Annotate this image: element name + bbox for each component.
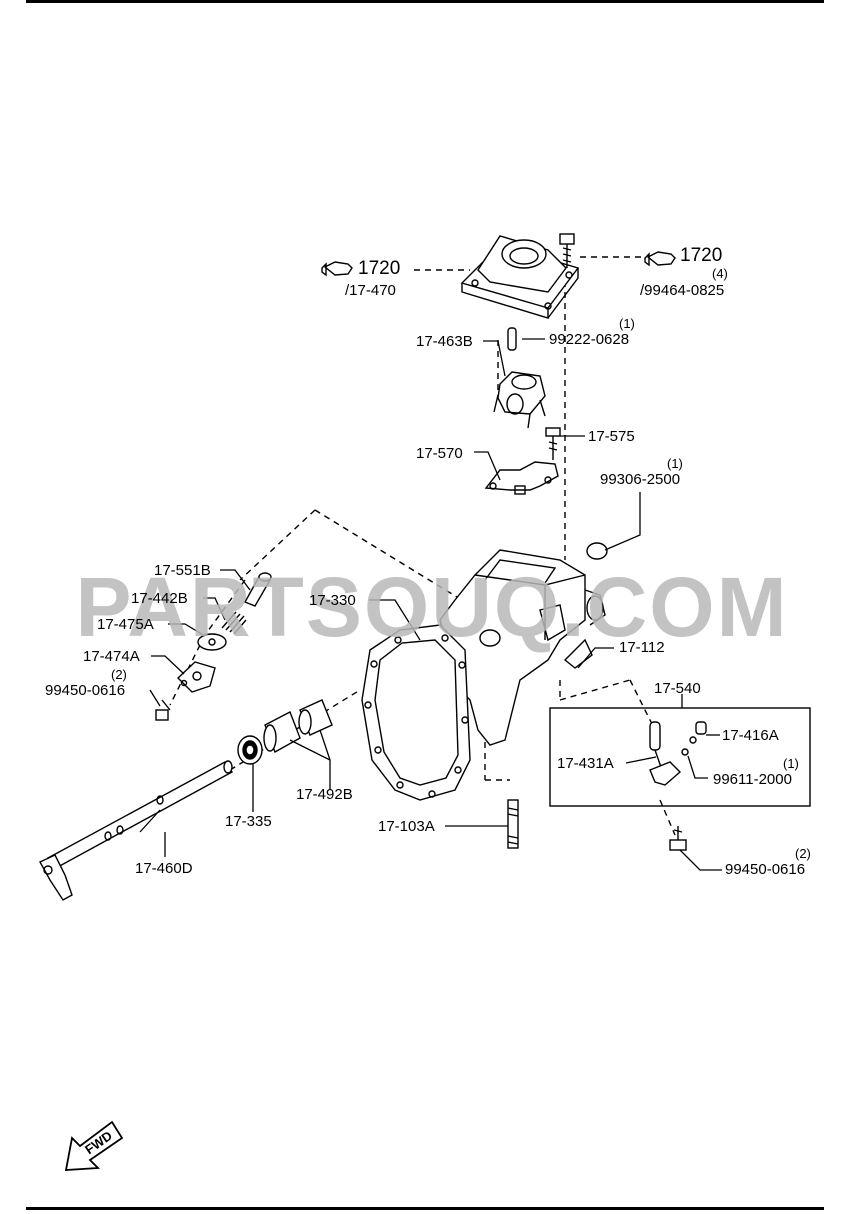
part-17-575[interactable]: 17-575 <box>588 428 635 445</box>
pin-99222 <box>507 327 517 351</box>
part-99306-2500[interactable]: 99306-2500 <box>600 471 681 488</box>
qty-99450-right: (2) <box>795 846 811 861</box>
part-99611-2000[interactable]: 99611-2000 <box>713 771 792 788</box>
bushing-17-492B <box>263 699 333 754</box>
ref-left-number[interactable]: 1720 <box>358 258 401 279</box>
kit-box-17-540 <box>549 707 811 807</box>
part-17-416A[interactable]: 17-416A <box>722 727 779 744</box>
part-17-492B[interactable]: 17-492B <box>296 786 353 803</box>
plate-17-474A <box>176 661 216 693</box>
plug-99306 <box>586 542 608 560</box>
part-17-474A[interactable]: 17-474A <box>83 648 140 665</box>
forward-arrow-icon <box>64 1120 124 1171</box>
ref-hand-right-icon <box>644 251 676 267</box>
qty-99450-left: (2) <box>111 667 127 682</box>
ref-right-sub[interactable]: /99464-0825 <box>640 282 725 299</box>
spring-17-416A <box>689 721 707 744</box>
part-17-442B[interactable]: 17-442B <box>131 590 188 607</box>
bolt-17-575 <box>545 427 561 460</box>
bracket-17-570 <box>484 461 559 495</box>
watermark: PARTSOUQ.COM <box>75 560 789 654</box>
part-17-330[interactable]: 17-330 <box>309 592 356 609</box>
qty-99611: (1) <box>783 756 799 771</box>
bolt-99464 <box>559 233 575 268</box>
gasket-17-475A <box>197 633 227 651</box>
part-17-460D[interactable]: 17-460D <box>135 860 193 877</box>
ball-99611 <box>681 748 689 756</box>
shift-lever-17-463B <box>493 371 546 429</box>
shift-rod-17-460D <box>39 760 234 901</box>
part-17-112[interactable]: 17-112 <box>619 639 665 656</box>
part-17-335[interactable]: 17-335 <box>225 813 272 830</box>
stud-17-103A <box>507 799 519 849</box>
top-border-rule <box>26 0 824 3</box>
ref-right-qty: (4) <box>712 266 728 281</box>
shift-cover <box>460 235 580 319</box>
part-17-570[interactable]: 17-570 <box>416 445 463 462</box>
bolt-99450-left <box>155 699 171 721</box>
spring-17-442B <box>221 611 247 635</box>
bolt-99450-right <box>669 826 687 851</box>
part-17-463B[interactable]: 17-463B <box>416 333 473 350</box>
part-17-475A[interactable]: 17-475A <box>97 616 154 633</box>
transmission-case-17-330 <box>361 549 606 801</box>
qty-99222: (1) <box>619 316 635 331</box>
part-99450-0616-right[interactable]: 99450-0616 <box>725 861 806 878</box>
part-99450-0616-left[interactable]: 99450-0616 <box>45 682 126 699</box>
part-17-431A[interactable]: 17-431A <box>557 755 614 772</box>
shift-rod-plunger-17-551B <box>244 572 272 607</box>
plug-17-431A <box>649 721 682 786</box>
qty-99306: (1) <box>667 456 683 471</box>
oil-seal-17-335 <box>237 735 263 765</box>
ref-right-number[interactable]: 1720 <box>680 245 723 266</box>
part-99222-0628[interactable]: 99222-0628 <box>549 331 630 348</box>
part-17-540[interactable]: 17-540 <box>654 680 701 697</box>
bottom-border-rule <box>26 1207 824 1210</box>
ref-hand-left-icon <box>321 261 353 277</box>
part-17-551B[interactable]: 17-551B <box>154 562 211 579</box>
ref-left-sub[interactable]: /17-470 <box>345 282 396 299</box>
part-17-103A[interactable]: 17-103A <box>378 818 435 835</box>
